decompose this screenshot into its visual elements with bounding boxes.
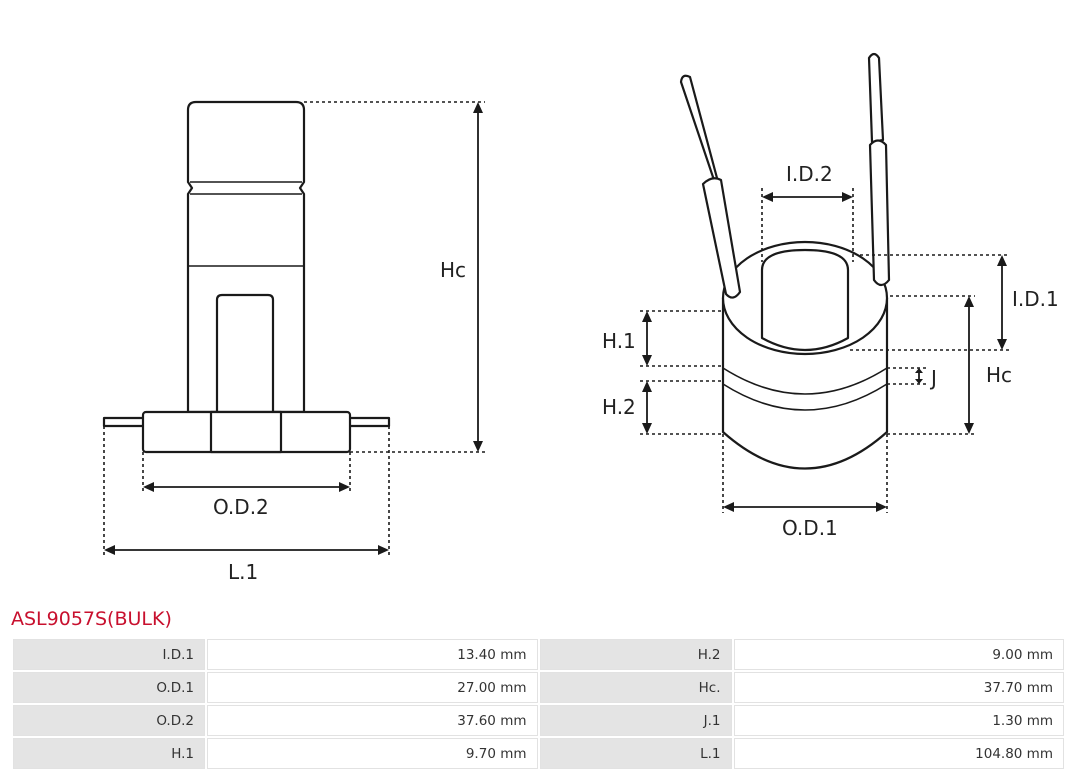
od1-label: O.D.1 xyxy=(782,516,838,540)
spec-label: O.D.1 xyxy=(13,672,205,703)
id1-label: I.D.1 xyxy=(1012,287,1059,311)
table-row: H.1 9.70 mm L.1 104.80 mm xyxy=(13,738,1064,769)
table-row: O.D.2 37.60 mm J.1 1.30 mm xyxy=(13,705,1064,736)
body-groove xyxy=(189,181,303,267)
right-lead-sleeve xyxy=(868,139,891,287)
isometric-view: I.D.2 I.D.1 Hc J H.1 H.2 xyxy=(602,52,1059,540)
j-label: J xyxy=(929,366,937,390)
od2-label: O.D.2 xyxy=(213,495,269,519)
left-lead-sleeve xyxy=(701,177,742,299)
right-lead-wire xyxy=(867,52,885,144)
spec-label: H.1 xyxy=(13,738,205,769)
spec-value: 1.30 mm xyxy=(733,705,1064,736)
spec-value: 9.00 mm xyxy=(733,639,1064,670)
ring-groove xyxy=(722,367,888,411)
left-pin xyxy=(102,416,148,428)
spec-table: I.D.1 13.40 mm H.2 9.00 mm O.D.1 27.00 m… xyxy=(11,637,1066,771)
part-number-title: ASL9057S(BULK) xyxy=(11,608,172,630)
spec-value: 27.00 mm xyxy=(207,672,538,703)
table-row: O.D.1 27.00 mm Hc. 37.70 mm xyxy=(13,672,1064,703)
spec-label: J.1 xyxy=(539,705,732,736)
base-tab xyxy=(209,410,283,454)
spec-label: O.D.2 xyxy=(13,705,205,736)
body-slot xyxy=(215,293,275,412)
spec-value: 37.60 mm xyxy=(207,705,538,736)
id2-label: I.D.2 xyxy=(786,162,833,186)
spec-value: 9.70 mm xyxy=(207,738,538,769)
inner-bore xyxy=(760,248,850,352)
spec-label: Hc. xyxy=(539,672,732,703)
table-row: I.D.1 13.40 mm H.2 9.00 mm xyxy=(13,639,1064,670)
spec-label: H.2 xyxy=(539,639,732,670)
left-lead-wire xyxy=(679,74,719,182)
side-view: Hc O.D.2 L.1 xyxy=(102,100,485,584)
spec-value: 13.40 mm xyxy=(207,639,538,670)
right-pin xyxy=(345,416,391,428)
spec-value: 37.70 mm xyxy=(733,672,1064,703)
hc-right-label: Hc xyxy=(986,363,1012,387)
technical-drawing: Hc O.D.2 L.1 I.D.2 xyxy=(102,52,1059,584)
spec-label: I.D.1 xyxy=(13,639,205,670)
h1-label: H.1 xyxy=(602,329,636,353)
spec-value: 104.80 mm xyxy=(733,738,1064,769)
spec-label: L.1 xyxy=(539,738,732,769)
h2-label: H.2 xyxy=(602,395,636,419)
l1-label: L.1 xyxy=(228,560,258,584)
hc-label: Hc xyxy=(440,258,466,282)
